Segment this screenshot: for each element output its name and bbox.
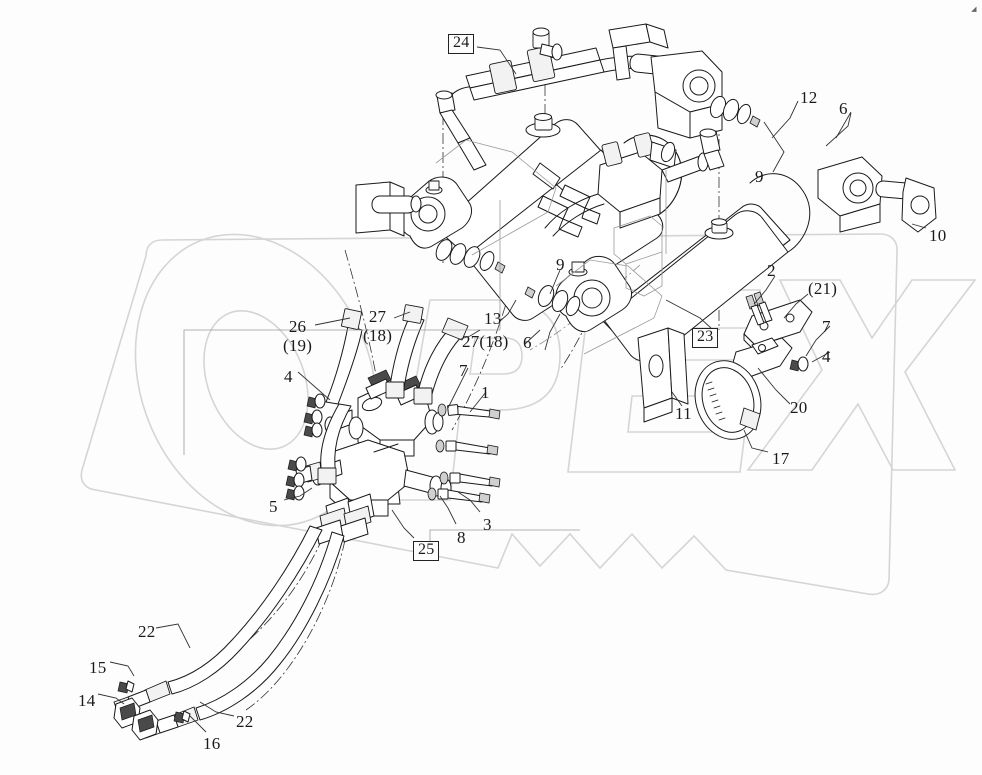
bracket-11 — [637, 327, 689, 423]
callout-11-label: 11 — [675, 404, 692, 423]
cylinder-right-real — [603, 173, 811, 362]
corner-mark: ◢ — [971, 6, 976, 13]
callout-24-label: 24 — [448, 34, 475, 54]
seal-rings-mid — [524, 284, 581, 317]
callout-23-label: 23 — [692, 328, 719, 348]
callout-7-label: 7 — [459, 361, 468, 380]
callout-21-label: (21) — [808, 279, 838, 298]
callout-22-label: 22 — [236, 712, 254, 731]
callout-6-label: 6 — [839, 99, 848, 118]
leader-lines — [97, 46, 927, 733]
bolts-hardware — [285, 393, 501, 504]
callout-3-label: 3 — [483, 515, 492, 534]
seal-rings-left — [435, 239, 506, 274]
callout-22-label: 22 — [138, 622, 156, 641]
callout-8-label: 8 — [457, 528, 466, 547]
callout-15-label: 15 — [89, 658, 107, 677]
callout-2-label: 2 — [767, 261, 776, 280]
callout-25-label: 25 — [413, 541, 440, 561]
cylinder-right-head — [524, 255, 633, 333]
hoses-lower-22 — [113, 525, 345, 741]
hoses-upper — [317, 304, 469, 485]
valve-block-assembly-25 — [295, 369, 452, 545]
callout-13-label: 13 — [484, 309, 502, 328]
callout-1-label: 1 — [481, 383, 490, 402]
callout-9-label: 9 — [556, 255, 565, 274]
callout-5-label: 5 — [269, 497, 278, 516]
callout-9-label: 9 — [755, 167, 764, 186]
callout-10-label: 10 — [929, 226, 947, 245]
callout-12-label: 12 — [800, 88, 818, 107]
callout-6-label: 6 — [523, 333, 532, 352]
phantom-machine-outline — [183, 139, 667, 550]
rod-eye-10 — [817, 156, 937, 233]
callout-17-label: 17 — [772, 449, 790, 468]
cylinder-head-right-top — [650, 50, 761, 139]
callout-4-label: 4 — [284, 367, 293, 386]
callout-2718-label: 27(18) — [462, 332, 509, 351]
callout-2619-label: 26(19) — [283, 317, 313, 356]
callout-4-label: 4 — [822, 347, 831, 366]
callout-14-label: 14 — [78, 691, 96, 710]
cylinder-right — [524, 173, 811, 362]
callout-20-label: 20 — [790, 398, 808, 417]
callout-2718-label: 27(18) — [363, 307, 393, 346]
callout-16-label: 16 — [203, 734, 221, 753]
watermark-tag-border — [80, 233, 898, 596]
bracket-group-right — [694, 291, 813, 440]
hose-clamp-17 — [694, 360, 762, 440]
mid-hose-cluster — [532, 128, 725, 297]
callout-7-label: 7 — [822, 317, 831, 336]
seal-stack-top-right — [709, 95, 761, 128]
